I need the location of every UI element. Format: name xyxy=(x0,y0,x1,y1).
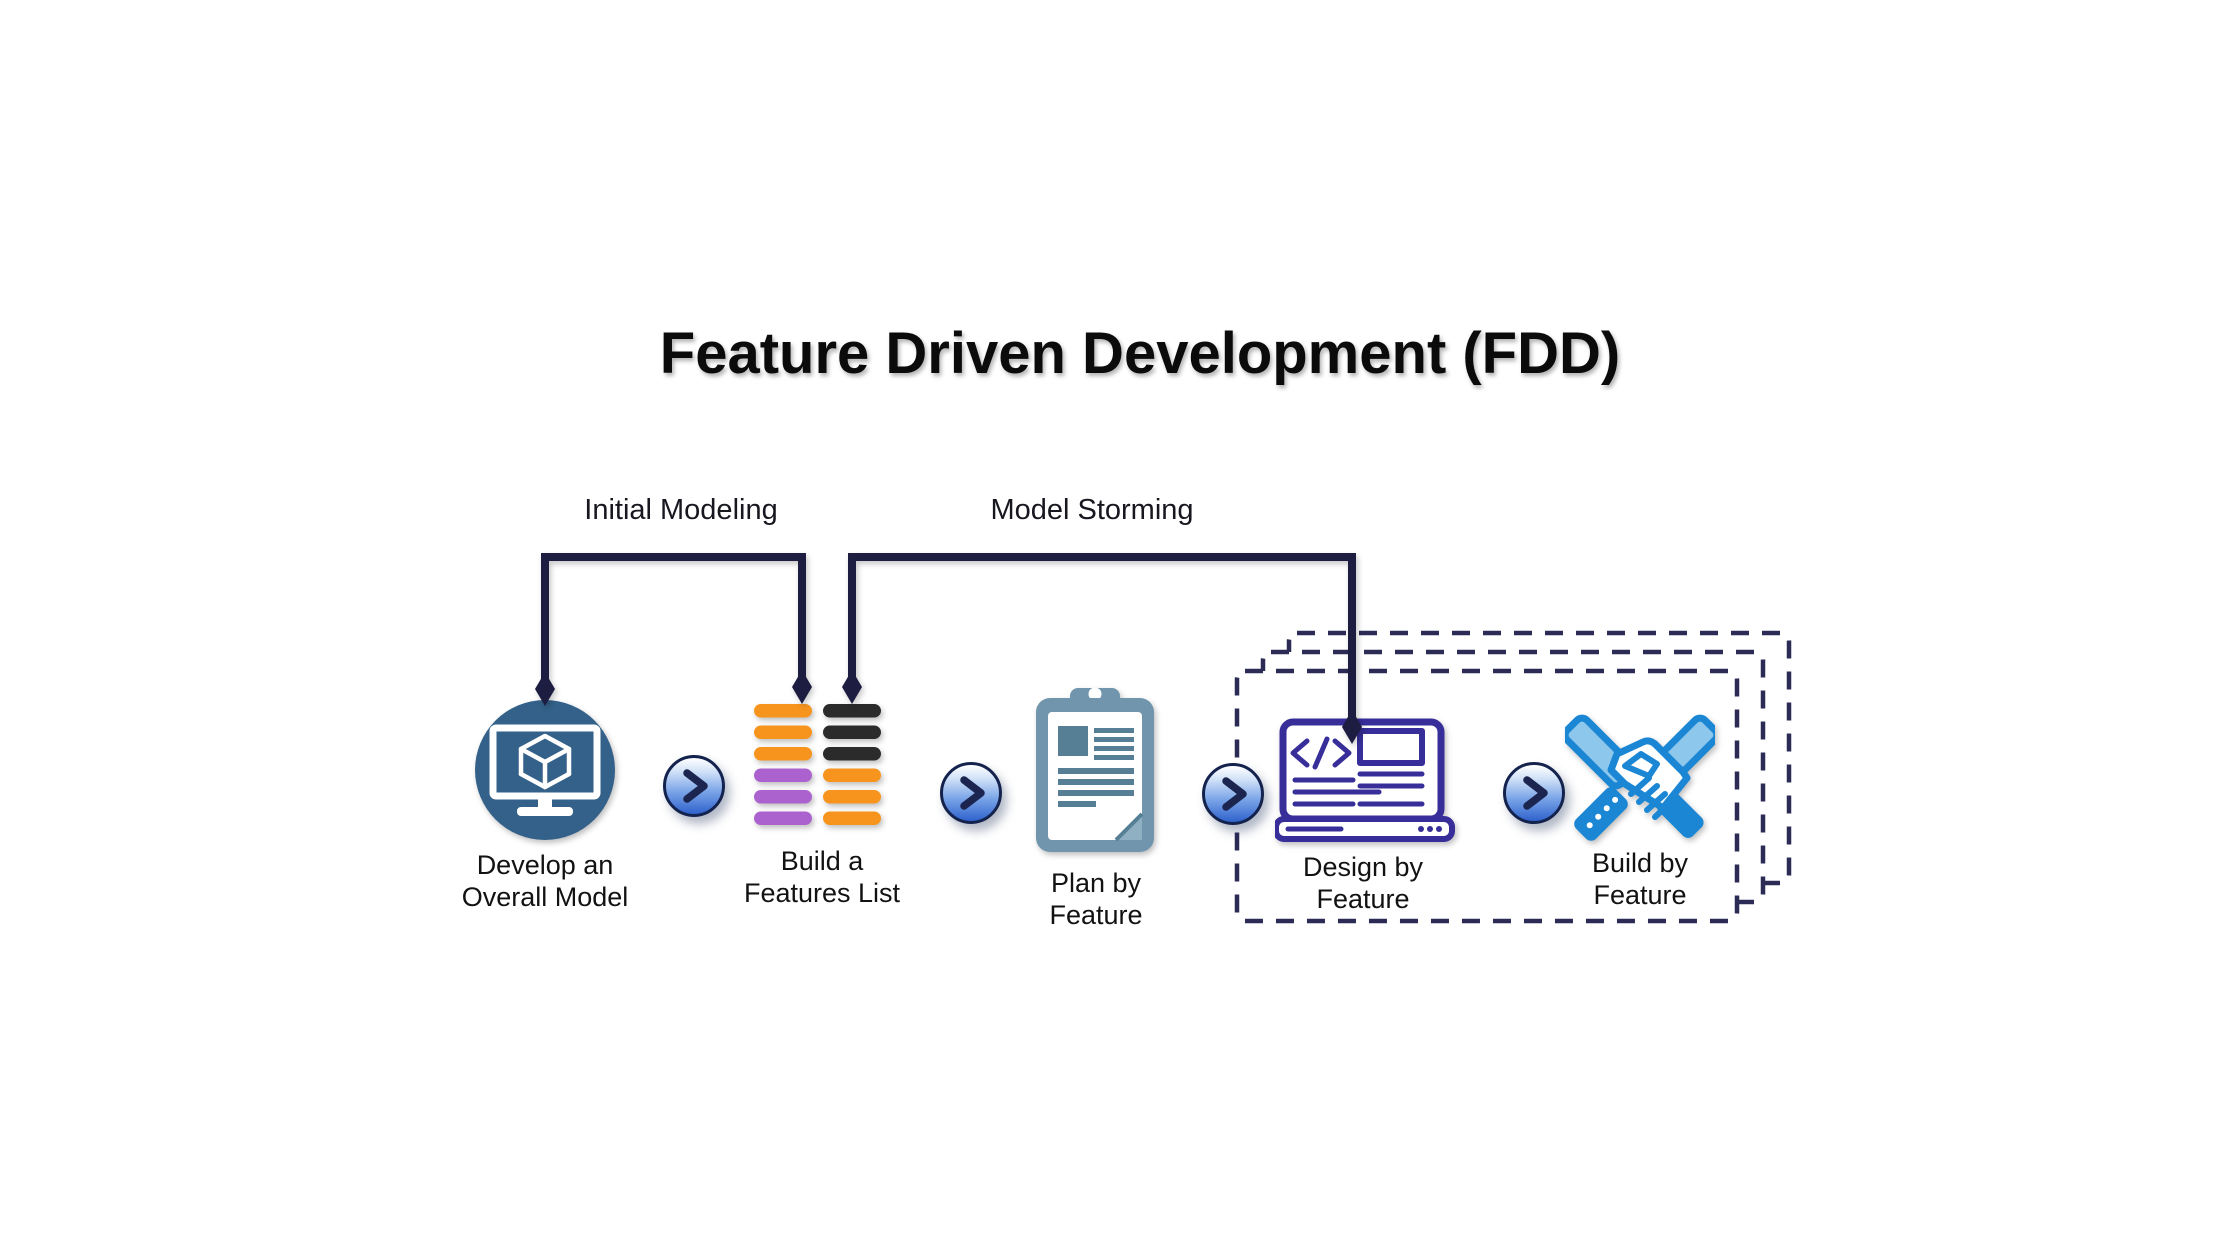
clipboard-icon xyxy=(1036,687,1154,852)
stage-label-line: Features List xyxy=(743,878,901,908)
stage-label-build-features-list: Build a Features List xyxy=(682,845,962,909)
stage-label-line: Build by xyxy=(1591,848,1689,878)
monitor-cube-icon xyxy=(475,700,615,840)
features-list-right-column xyxy=(823,704,881,825)
chevron-right-icon xyxy=(1503,762,1565,824)
stage-label-line: Feature xyxy=(1316,884,1410,914)
laptop-code-icon xyxy=(1275,718,1455,842)
features-list-left-column xyxy=(754,704,812,825)
initial-modeling-bracket xyxy=(541,553,806,690)
stage-label-develop-overall-model: Develop an Overall Model xyxy=(405,849,685,913)
stage-label-line: Design by xyxy=(1302,852,1424,882)
stage-label-line: Plan by xyxy=(1050,868,1142,898)
stage-label-plan-by-feature: Plan by Feature xyxy=(956,867,1236,931)
stage-label-design-by-feature: Design by Feature xyxy=(1223,851,1503,915)
chevron-right-icon xyxy=(940,762,1002,824)
stage-label-line: Feature xyxy=(1049,900,1143,930)
stage-label-line: Overall Model xyxy=(461,882,629,912)
stage-label-line: Build a xyxy=(780,846,864,876)
stage-label-build-by-feature: Build by Feature xyxy=(1500,847,1780,911)
chevron-right-icon xyxy=(663,755,725,817)
stage-label-line: Feature xyxy=(1593,880,1687,910)
chevron-right-icon xyxy=(1202,763,1264,825)
features-list-icon xyxy=(754,704,881,825)
handshake-icon xyxy=(1565,714,1715,841)
connector-label-initial-modeling: Initial Modeling xyxy=(584,494,778,526)
stage-label-line: Develop an xyxy=(476,850,614,880)
diagram-title: Feature Driven Development (FDD) xyxy=(659,321,1621,386)
connector-label-model-storming: Model Storming xyxy=(990,494,1194,526)
